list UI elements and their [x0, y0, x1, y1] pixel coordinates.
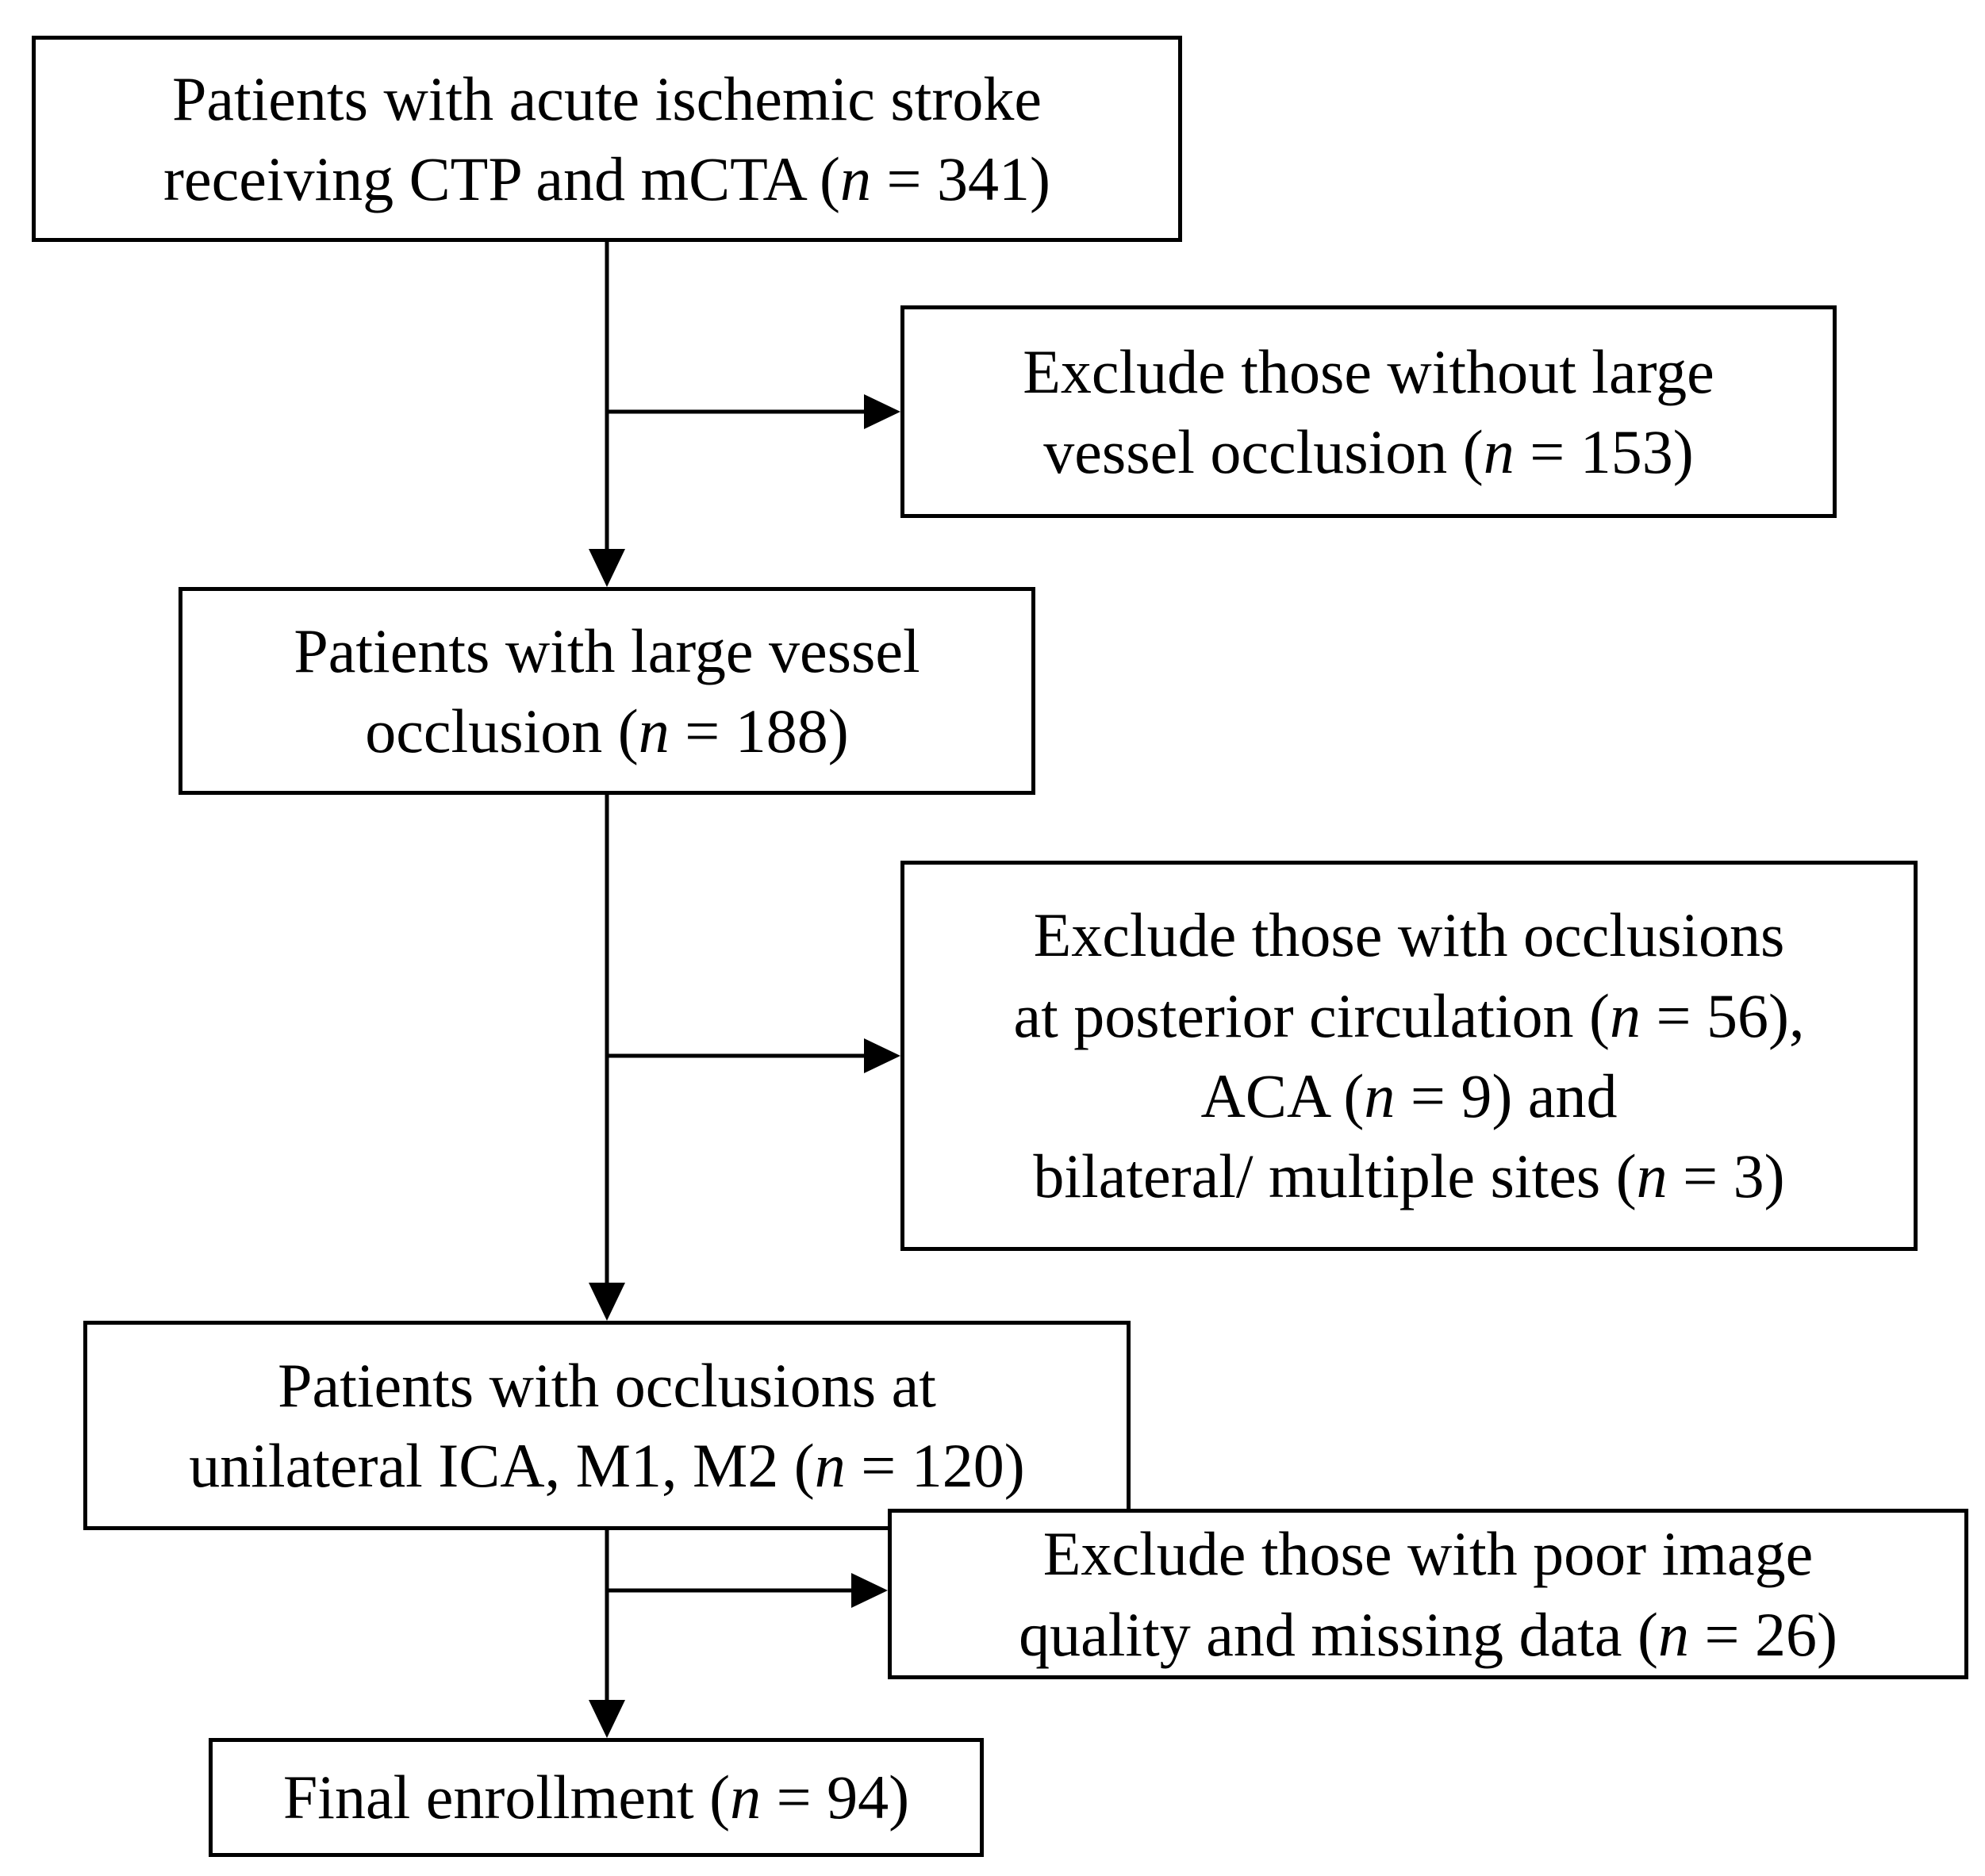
arrowhead-right-into-exclude-posterior: [864, 1038, 900, 1073]
text-line: bilateral/ multiple sites (n = 3): [1033, 1141, 1785, 1211]
text-line: Patients with large vessel: [294, 616, 920, 685]
arrowhead-down-into-lvo: [589, 549, 625, 587]
text-line: receiving CTP and mCTA (n = 341): [163, 144, 1051, 213]
arrowhead-right-into-exclude-poor-quality: [851, 1573, 888, 1608]
box-exclude-posterior-aca-bilateral: Exclude those with occlusions at posterio…: [900, 861, 1918, 1251]
text-line: Final enrollment (n = 94): [282, 1763, 910, 1832]
text-line: at posterior circulation (n = 56),: [1013, 980, 1805, 1050]
text-line: Exclude those without large: [1023, 336, 1714, 406]
arrowhead-right-into-exclude-no-lvo: [864, 394, 900, 429]
text-line: unilateral ICA, M1, M2 (n = 120): [189, 1431, 1025, 1500]
text-line: Exclude those with occlusions: [1033, 900, 1785, 970]
box-patients-large-vessel-occlusion: Patients with large vessel occlusion (n =…: [179, 587, 1035, 795]
text-line: vessel occlusion (n = 153): [1043, 417, 1694, 486]
box-patients-acute-stroke: Patients with acute ischemic stroke recei…: [32, 36, 1182, 242]
box-exclude-poor-image-missing-data: Exclude those with poor image quality and…: [888, 1509, 1968, 1679]
box-final-enrollment: Final enrollment (n = 94): [209, 1738, 984, 1857]
arrowhead-down-into-unilateral: [589, 1283, 625, 1321]
text-line: Exclude those with poor image: [1042, 1519, 1814, 1589]
text-line: Patients with acute ischemic stroke: [171, 63, 1042, 133]
text-line: quality and missing data (n = 26): [1019, 1599, 1837, 1669]
text-line: Patients with occlusions at: [278, 1350, 936, 1420]
text-line: occlusion (n = 188): [365, 696, 849, 765]
box-exclude-no-large-vessel-occlusion: Exclude those without large vessel occlus…: [900, 305, 1837, 518]
box-patients-unilateral-ica-m1-m2: Patients with occlusions at unilateral IC…: [83, 1321, 1131, 1530]
arrowhead-down-into-final: [589, 1700, 625, 1738]
text-line: ACA (n = 9) and: [1200, 1061, 1618, 1130]
